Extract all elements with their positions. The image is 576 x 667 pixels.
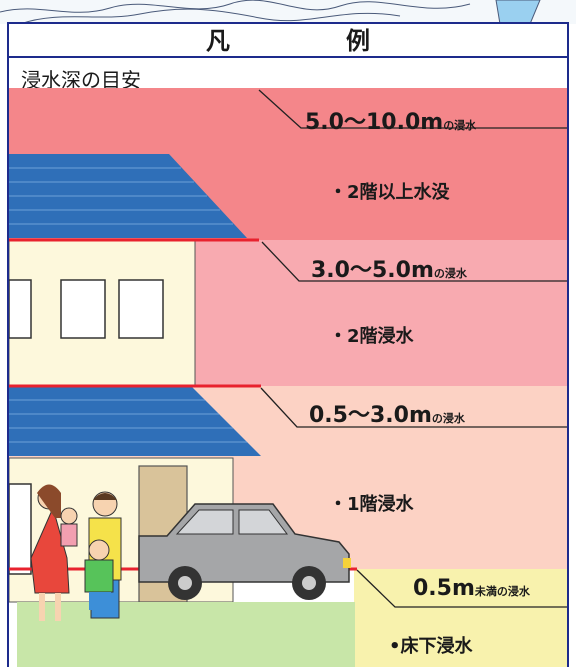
- band-suffix-5-10m: の浸水: [443, 119, 477, 132]
- band-range-under-05m: 0.5m: [413, 576, 475, 601]
- family-illustration: [30, 484, 122, 621]
- band-suffix-3-5m: の浸水: [433, 267, 467, 280]
- legend-frame: 凡 例 浸水深の目安: [7, 22, 569, 667]
- band-desc-3-5m: ・2階浸水: [329, 326, 414, 347]
- band-label-5-10m: 5.0〜10.0mの浸水: [305, 104, 476, 136]
- lower-roof: [9, 386, 261, 456]
- band-range-05-3m: 0.5〜3.0m: [309, 403, 432, 428]
- band-desc-under-05m: •床下浸水: [389, 636, 473, 657]
- ground: [17, 602, 355, 667]
- band-suffix-05-3m: の浸水: [431, 412, 465, 425]
- legend-title: 凡 例: [9, 24, 567, 58]
- band-desc-5-10m: ・2階以上水没: [329, 182, 450, 203]
- band-under-05m: [354, 569, 567, 667]
- band-desc-05-3m: ・1階浸水: [329, 494, 414, 515]
- band-label-under-05m: 0.5m未満の浸水: [413, 576, 530, 601]
- inundation-illustration: [9, 88, 567, 667]
- band-suffix-under-05m: 未満の浸水: [474, 585, 530, 598]
- band-label-3-5m: 3.0〜5.0mの浸水: [311, 252, 467, 284]
- band-range-3-5m: 3.0〜5.0m: [311, 258, 434, 283]
- car-illustration: [138, 503, 351, 600]
- map-background: [0, 0, 576, 24]
- band-label-05-3m: 0.5〜3.0mの浸水: [309, 397, 465, 429]
- band-range-5-10m: 5.0〜10.0m: [305, 110, 444, 135]
